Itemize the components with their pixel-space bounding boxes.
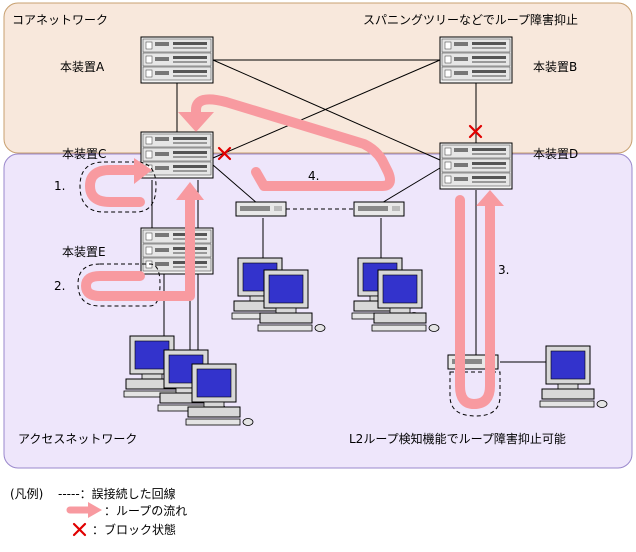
step-4-label: 4. xyxy=(308,169,319,183)
legend-loop-arrow-icon xyxy=(66,502,102,518)
hub-right-icon xyxy=(353,201,405,217)
loop-1-dashed-outline xyxy=(79,161,157,213)
legend: (凡例) -----：誤接続した回線 ：ループの流れ ：ブロック状態 xyxy=(10,486,187,537)
device-label-b: 本装置B xyxy=(533,60,577,74)
device-label-d: 本装置D xyxy=(533,147,578,161)
switch-c-icon xyxy=(140,131,214,179)
access-zone-label: アクセスネットワーク xyxy=(18,432,137,446)
legend-dashed-line: -----：誤接続した回線 xyxy=(58,486,176,501)
step-3-label: 3. xyxy=(498,263,509,277)
block-x-icon xyxy=(217,146,232,161)
legend-loop-flow: ：ループの流れ xyxy=(104,504,187,518)
switch-b-icon xyxy=(439,36,513,84)
switch-d-icon xyxy=(439,142,513,190)
legend-block-x-icon xyxy=(72,522,87,537)
device-label-c: 本装置C xyxy=(62,147,106,161)
core-zone-label: コアネットワーク xyxy=(12,13,108,27)
loop-3-dashed-outline xyxy=(449,371,501,417)
device-label-a: 本装置A xyxy=(60,60,105,74)
step-1-label: 1. xyxy=(54,179,65,193)
device-label-e: 本装置E xyxy=(62,245,106,259)
hub-left-icon xyxy=(235,201,287,217)
core-zone-note: スパニングツリーなどでループ障害抑止 xyxy=(363,12,578,27)
access-zone-note: L2ループ検知機能でループ障害抑止可能 xyxy=(349,431,566,446)
legend-blocked: ：ブロック状態 xyxy=(92,522,176,537)
block-x-icon xyxy=(468,124,483,139)
loop-arrowheads xyxy=(134,112,504,206)
switch-a-icon xyxy=(140,36,214,84)
legend-title: (凡例) xyxy=(10,487,43,501)
loop-flow-arrows xyxy=(81,94,495,409)
step-2-label: 2. xyxy=(54,279,65,293)
switch-e-icon xyxy=(140,227,214,275)
loop-2-dashed-outline xyxy=(77,263,161,307)
